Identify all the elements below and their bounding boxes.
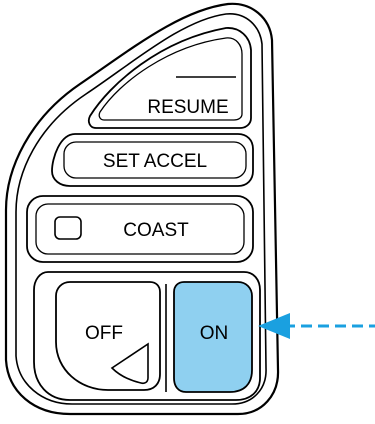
coast-button[interactable]: COAST <box>26 195 254 263</box>
resume-label: RESUME <box>147 97 228 118</box>
coast-indicator-icon <box>54 216 82 240</box>
off-label: OFF <box>85 323 123 344</box>
set-accel-button[interactable]: SET ACCEL <box>51 133 254 187</box>
on-button[interactable]: ON <box>173 281 253 393</box>
switch-housing-inner <box>15 13 267 405</box>
resume-button[interactable]: RESUME <box>87 27 252 129</box>
coast-label: COAST <box>123 220 189 241</box>
on-button-highlight <box>173 281 253 393</box>
off-button[interactable]: OFF <box>55 281 161 391</box>
dashed-arrow-left-icon <box>258 313 375 339</box>
set-accel-label: SET ACCEL <box>103 151 207 172</box>
off-corner-marker <box>110 342 149 385</box>
on-label: ON <box>200 323 229 344</box>
